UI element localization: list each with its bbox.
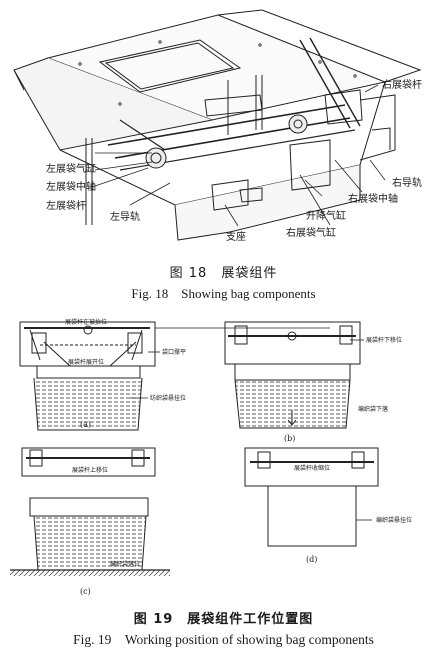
panel-c-bag-label: 编织袋落位 [110, 560, 140, 568]
panel-a-bag-label: 纺织袋悬挂位 [150, 394, 186, 402]
label-left-bag-middle-shaft: 左展袋中轴 [46, 180, 96, 193]
label-right-bag-cylinder: 右展袋气缸 [286, 226, 336, 239]
panel-b-rod-label: 展袋杆下移位 [366, 336, 402, 344]
label-lift-cylinder: 升降气缸 [306, 209, 346, 222]
panel-d-rod-label: 展袋杆收缩位 [294, 464, 330, 472]
panel-a [19, 321, 160, 431]
figure-18-caption-cn: 图 18 展袋组件 [169, 266, 278, 281]
panel-c [10, 447, 170, 576]
figure-19-caption-en: Fig. 19 Working position of showing bag … [73, 632, 374, 647]
figure-18-drawing: 右展袋杆 右导轨 右展袋中轴 升降气缸 右展袋气缸 支座 左导轨 左展袋杆 左展… [13, 9, 422, 243]
label-left-bag-cylinder: 左展袋气缸 [46, 162, 96, 175]
label-left-bag-rod: 左展袋杆 [46, 199, 86, 212]
panel-a-rod-open-label: 展袋杆展开位 [68, 358, 104, 366]
label-right-bag-middle-shaft: 右展袋中轴 [348, 192, 398, 205]
panel-d-bag-label: 编织袋悬挂位 [376, 516, 412, 524]
panel-b-bag-label: 编织袋下落 [358, 405, 388, 413]
figure-18-caption-en: Fig. 18 Showing bag components [131, 286, 316, 301]
panel-c-rod-label: 展袋杆上移位 [72, 466, 108, 474]
panel-a-top-label: 展袋杆在被抬位 [65, 318, 107, 326]
panel-d [244, 447, 379, 547]
panel-a-letter: (a) [80, 420, 91, 429]
panel-d-letter: (d) [306, 555, 317, 564]
panel-b-letter: (b) [284, 434, 295, 443]
label-right-rail: 右导轨 [392, 176, 422, 189]
figure-19-caption-cn: 图 19 展袋组件工作位置图 [133, 612, 314, 627]
panel-c-letter: (c) [80, 587, 91, 596]
panel-a-mouth-label: 袋口撑平 [162, 348, 186, 356]
label-right-bag-rod: 右展袋杆 [382, 78, 422, 91]
panel-b [224, 321, 364, 429]
label-support: 支座 [226, 230, 246, 243]
label-left-rail: 左导轨 [110, 210, 140, 223]
figure-19-drawing: 展袋杆在被抬位 展袋杆展开位 袋口撑平 纺织袋悬挂位 (a) 展袋杆下移位 编织… [10, 318, 412, 596]
